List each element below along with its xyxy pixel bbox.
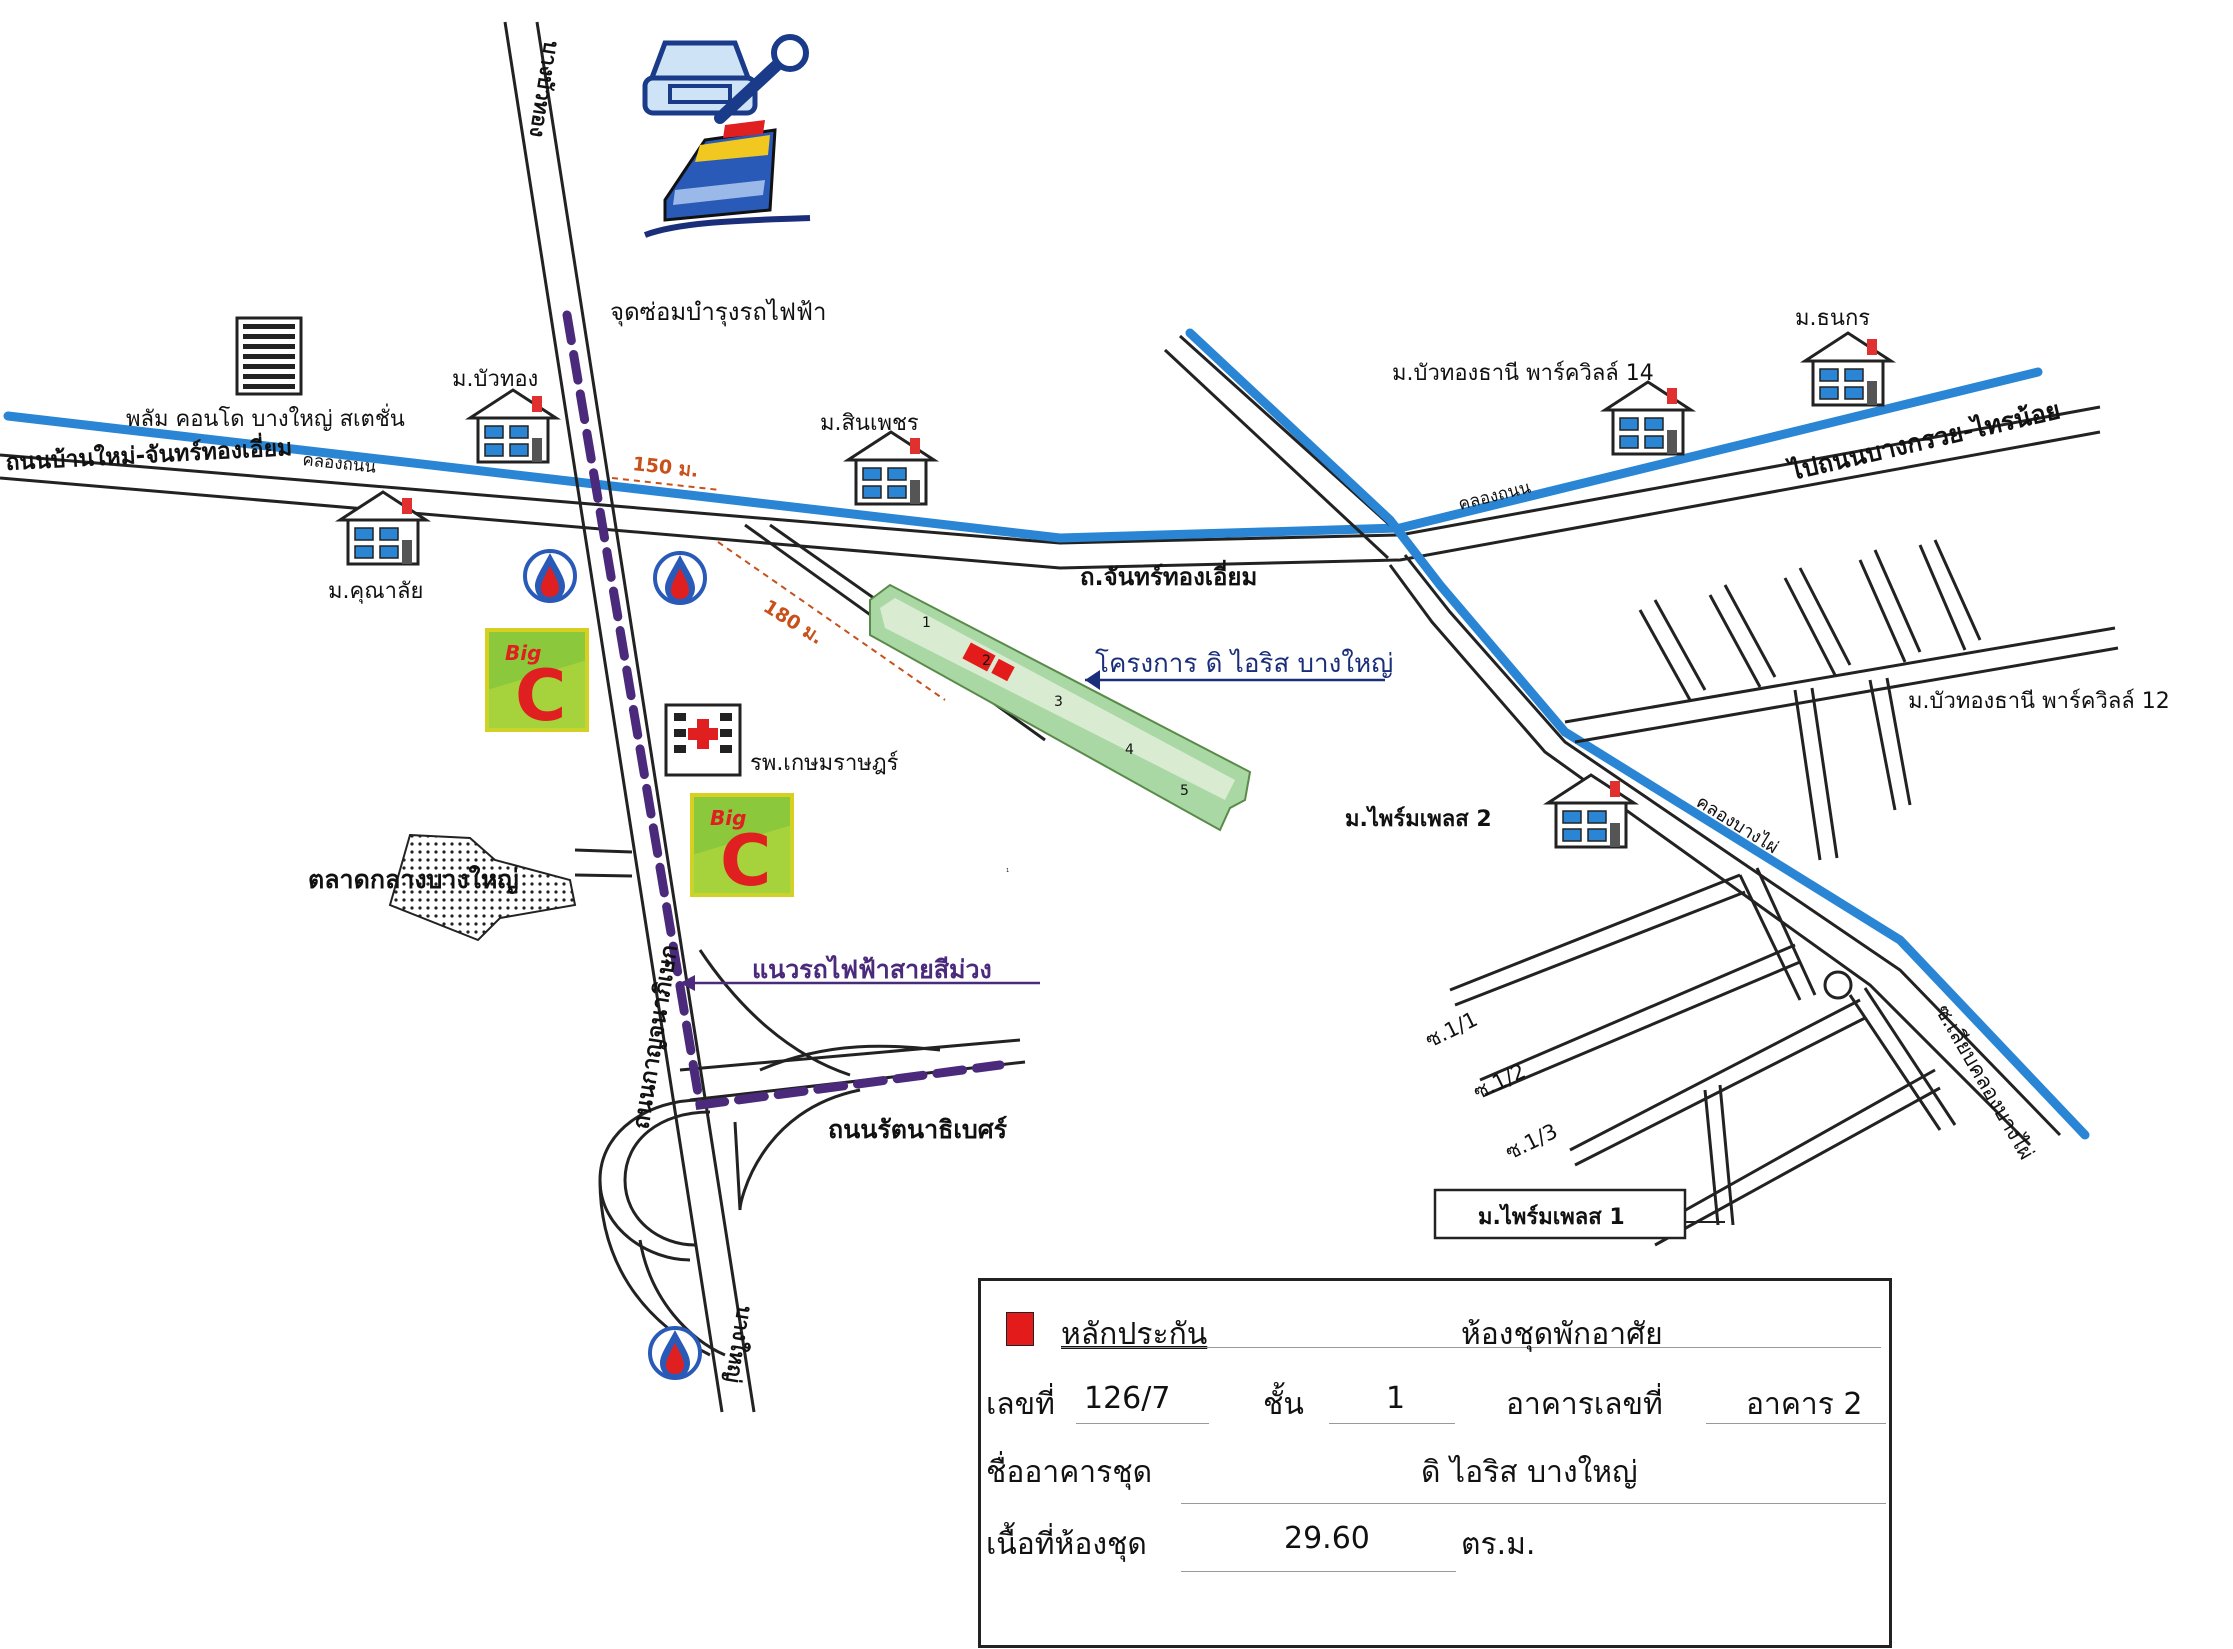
canal-bangphai [1185, 328, 2090, 1140]
area-label: เนื้อที่ห้องชุด [986, 1527, 1147, 1562]
building-label-5: 5 [1180, 783, 1189, 799]
road-banmai-label: ถนนบ้านใหม่-จันทร์ทองเอี่ยม [5, 430, 293, 476]
floor-value: 1 [1386, 1381, 1406, 1416]
prime-place-2-label: ม.ไพร์มเพลส 2 [1345, 805, 1492, 832]
house-icon [1603, 380, 1693, 456]
road-chanthongiam-label: ถ.จันทร์ทองเอี่ยม [1080, 559, 1257, 591]
gas-station-icon [523, 549, 577, 604]
bigc-letter: C [515, 655, 566, 737]
buathong-thani-12-label: ม.บัวทองธานี พาร์ควิลล์ 12 [1908, 689, 2170, 714]
buathong-thani-14-label: ม.บัวทองธานี พาร์ควิลล์ 14 [1392, 361, 1654, 386]
purple-line-pointer [680, 975, 1040, 991]
house-icon [338, 490, 428, 566]
road-bottom-vertical-label: บางใหญ่ [720, 1304, 758, 1385]
car-repair-icon [642, 34, 809, 124]
divider [1181, 1571, 1456, 1572]
area-value: 29.60 [1284, 1521, 1370, 1556]
condo-name-label: ชื่ออาคารชุด [986, 1455, 1153, 1490]
property-type: ห้องชุดพักอาศัย [1461, 1317, 1663, 1352]
depot-label: จุดซ่อมบำรุงรถไฟฟ้า [610, 298, 826, 327]
road-banmai [0, 405, 2101, 570]
bigc-logo-icon: Big C [690, 793, 794, 902]
divider [1706, 1423, 1886, 1424]
baan-buathong-label: ม.บัวทอง [452, 367, 538, 392]
bigc-logo-icon: Big C [485, 628, 589, 737]
building-label-2: 2 [982, 653, 991, 669]
road-soi-prime-place [1449, 867, 1957, 1247]
road-top-vertical-label: บางบัวทอง [525, 39, 564, 139]
purple-line-label: แนวรถไฟฟ้าสายสีม่วง [752, 954, 992, 984]
floor-label: ชั้น [1263, 1387, 1304, 1422]
baan-sinphet-label: ม.สินเพชร [820, 411, 919, 436]
bigc-text: Big [710, 806, 746, 830]
road-parkville-12 [1564, 539, 2119, 861]
building-value: อาคาร 2 [1746, 1387, 1863, 1422]
collateral-swatch [1006, 1312, 1034, 1346]
hospital-icon [664, 703, 742, 777]
divider [1061, 1347, 1881, 1348]
house-icon [1546, 773, 1636, 849]
condo-building-icon [235, 316, 303, 396]
market-icon [388, 833, 577, 942]
baan-khunalai-label: ม.คุณาลัย [328, 579, 423, 604]
bigc-letter: C [720, 820, 771, 902]
divider [1181, 1503, 1886, 1504]
distance-180-label: 180 ม. [759, 596, 827, 650]
road-rattanathibet-label: ถนนรัตนาธิเบศร์ [828, 1115, 1008, 1144]
condo-name-value: ดิ ไอริส บางใหญ่ [1421, 1455, 1638, 1490]
train-icon [643, 120, 811, 238]
divider [1329, 1423, 1455, 1424]
road-along-canal [1388, 554, 2062, 1147]
area-unit: ตร.ม. [1461, 1527, 1536, 1562]
hospital-label: รพ.เกษมราษฎร์ [750, 751, 899, 776]
building-label-4: 4 [1125, 742, 1134, 758]
bigc-text: Big [505, 641, 541, 665]
divider [1076, 1423, 1209, 1424]
gas-station-icon [648, 1326, 702, 1381]
market-label: ตลาดกลางบางใหญ่ [308, 864, 519, 894]
to-bangkruai-label: ไปถนนบางกรวย-ไทรน้อย [1784, 394, 2063, 486]
unit-no-value: 126/7 [1084, 1381, 1171, 1416]
soi-1-1-label: ซ.1/1 [1422, 1007, 1482, 1053]
thanakorn-label: ม.ธนกร [1795, 306, 1870, 331]
distance-arrows [611, 477, 946, 701]
building-label: อาคารเลขที่ [1506, 1387, 1663, 1422]
gas-station-icon [653, 551, 707, 606]
project-pointer [1085, 670, 1385, 690]
building-label-3: 3 [1054, 694, 1063, 710]
prime-place-1-label: ม.ไพร์มเพลส 1 [1478, 1203, 1625, 1230]
unit-no-label: เลขที่ [986, 1387, 1055, 1422]
legend-box: หลักประกัน ห้องชุดพักอาศัย เลขที่ 126/7 … [978, 1278, 1892, 1648]
purple-line-rail [562, 310, 1005, 1111]
road-market-spur [574, 848, 633, 878]
condo-station-label: พลัม คอนโด บางใหญ่ สเตชั่น [126, 403, 405, 432]
road-kanchanaphisek [503, 21, 756, 1413]
project-label: โครงการ ดิ ไอริส บางใหญ่ [1095, 648, 1393, 679]
soi-1-3-label: ซ.1/3 [1502, 1119, 1562, 1165]
canal-khlong-thanon [3, 367, 2043, 543]
project-site-plan [869, 583, 1252, 832]
house-icon [468, 388, 558, 464]
house-icon [1803, 331, 1893, 407]
building-label-1: 1 [922, 615, 931, 631]
prime-place-1-box: ม.ไพร์มเพลส 1 [1433, 1188, 1687, 1240]
house-icon [846, 430, 936, 506]
soi-1-2-label: ซ.1/2 [1470, 1059, 1530, 1105]
distance-150-label: 150 ม. [631, 453, 699, 482]
collateral-label: หลักประกัน [1061, 1317, 1208, 1352]
building-no-1: 1 [1006, 868, 1009, 874]
